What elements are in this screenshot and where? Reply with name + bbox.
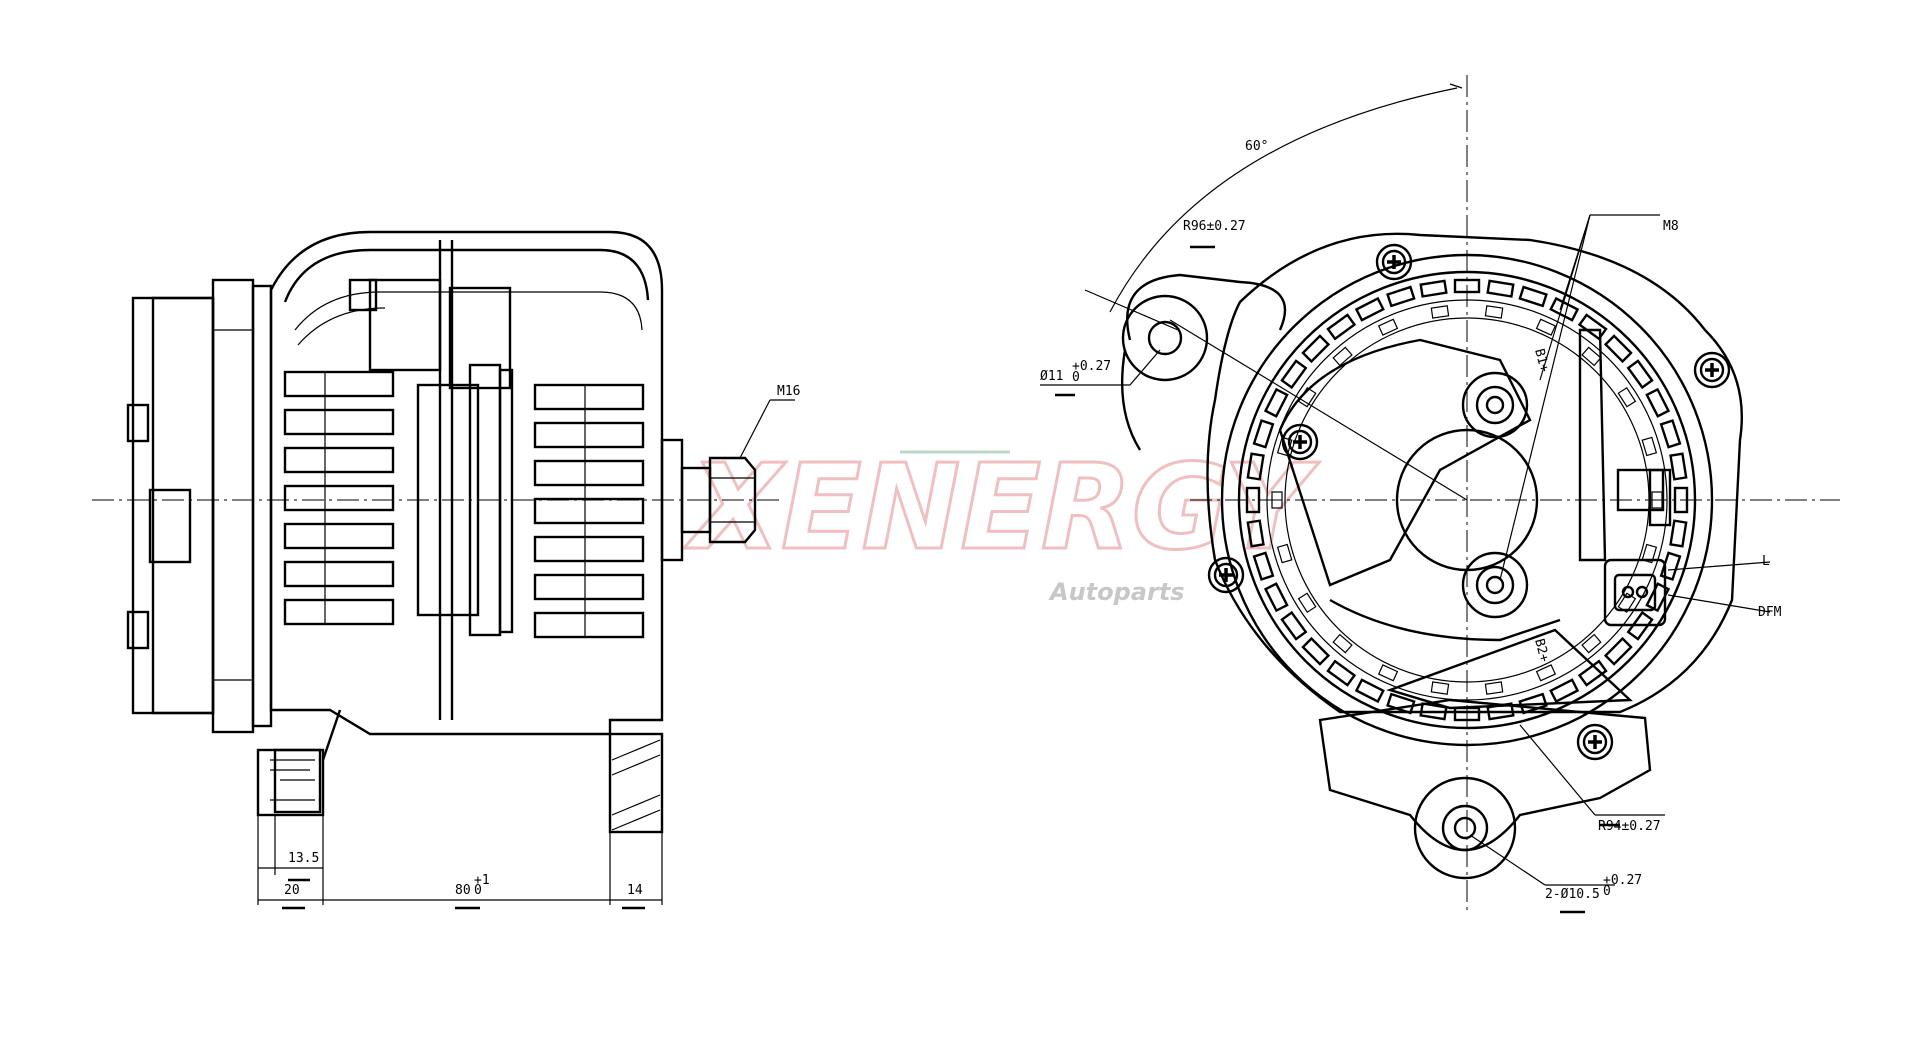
hole-bottom-tol-upper: +0.27 xyxy=(1603,873,1642,888)
center-lines xyxy=(92,75,1840,915)
inner-slot xyxy=(1332,633,1353,654)
radius-top: R96±0.27 xyxy=(1183,219,1246,234)
vent-slot xyxy=(1603,636,1633,666)
vent-slot xyxy=(1419,279,1448,298)
radius-bottom: R94±0.27 xyxy=(1598,819,1661,834)
dim-20: 20 xyxy=(284,883,300,898)
screw-label: M8 xyxy=(1663,219,1679,234)
inner-slot xyxy=(1430,305,1450,319)
vent-slot xyxy=(1301,334,1331,364)
vent-slot xyxy=(1263,582,1289,613)
hole-bottom-tol-lower: 0 xyxy=(1603,884,1611,899)
vent-slot xyxy=(1486,279,1515,298)
screws xyxy=(1207,243,1731,761)
terminal-l: L xyxy=(1762,554,1770,569)
vent-slot xyxy=(1659,419,1682,449)
inner-slot xyxy=(1297,592,1317,613)
vent-slot xyxy=(1645,582,1671,613)
watermark: XENERGY Autoparts xyxy=(683,437,1322,607)
watermark-tagline: Autoparts xyxy=(1048,578,1185,606)
inner-slot xyxy=(1535,664,1557,682)
vent-slot xyxy=(1246,519,1265,548)
inner-slot xyxy=(1581,633,1602,654)
left-fins xyxy=(283,370,395,626)
vent-slot xyxy=(1645,387,1671,418)
vent-slot xyxy=(1263,387,1289,418)
vent-slot xyxy=(1549,296,1580,322)
inner-slot xyxy=(1641,543,1658,564)
terminal-dfm: DFM xyxy=(1758,605,1782,620)
dim-14: 14 xyxy=(627,883,643,898)
inner-slot xyxy=(1535,318,1557,336)
inner-slot xyxy=(1641,436,1658,457)
vent-slot xyxy=(1326,659,1357,687)
dim-80: 80 xyxy=(455,883,471,898)
vent-slot xyxy=(1453,278,1481,294)
vent-slot xyxy=(1518,285,1548,308)
screw-icon xyxy=(1281,423,1319,461)
screw-icon xyxy=(1375,243,1413,281)
vent-slot xyxy=(1669,452,1688,481)
inner-slot xyxy=(1484,305,1504,319)
vent-slot xyxy=(1301,636,1331,666)
vent-slot xyxy=(1626,610,1654,641)
vent-slot xyxy=(1386,692,1416,715)
inner-slot xyxy=(1377,318,1399,336)
dim-80-tol-lower: 0 xyxy=(474,883,482,898)
hole-bottom: 2-Ø10.5 xyxy=(1545,887,1600,902)
inner-slot xyxy=(1332,346,1353,367)
vent-slot xyxy=(1386,285,1416,308)
screw-icon xyxy=(1693,351,1731,389)
hole-top-tol-upper: +0.27 xyxy=(1072,359,1111,374)
vent-slot xyxy=(1252,551,1275,581)
vent-slots xyxy=(1245,278,1689,722)
inner-slot xyxy=(1377,664,1399,682)
inner-slot xyxy=(1484,681,1504,695)
dim-80-tol-upper: +1 xyxy=(474,873,490,888)
vent-slot xyxy=(1577,659,1608,687)
vent-slot xyxy=(1626,359,1654,390)
vent-slot xyxy=(1673,486,1689,514)
hole-top: Ø11 xyxy=(1040,369,1063,384)
mounting-feet xyxy=(256,709,664,834)
terminal-b2: B2+ xyxy=(1531,637,1552,664)
side-view: M16 13.5 20 80 +1 0 14 xyxy=(126,230,800,910)
vent-slot xyxy=(1603,334,1633,364)
inner-slot xyxy=(1430,681,1450,695)
dim-13-5: 13.5 xyxy=(288,851,319,866)
inner-slot xyxy=(1617,387,1637,408)
angle-label: 60° xyxy=(1245,139,1268,154)
vent-slot xyxy=(1549,678,1580,704)
vent-slot xyxy=(1245,486,1261,514)
vent-slot xyxy=(1280,610,1308,641)
inner-slot xyxy=(1581,346,1602,367)
screw-icon xyxy=(1576,723,1614,761)
vent-slot xyxy=(1354,296,1385,322)
vent-slot xyxy=(1326,313,1357,341)
vent-slot xyxy=(1669,519,1688,548)
terminal-b1: B1+ xyxy=(1531,347,1552,374)
inner-slot xyxy=(1271,491,1283,509)
inner-slot xyxy=(1276,543,1293,564)
hole-top-tol-lower: 0 xyxy=(1072,370,1080,385)
side-dimensions xyxy=(257,399,795,910)
front-view: 60° R96±0.27 Ø11 +0.27 0 M8 B1+ B2+ L DF… xyxy=(1040,83,1782,914)
vent-slot xyxy=(1280,359,1308,390)
vent-slot xyxy=(1252,419,1275,449)
vent-slot xyxy=(1577,313,1608,341)
vent-slot xyxy=(1419,702,1448,721)
thread-label: M16 xyxy=(777,384,800,399)
screw-icon xyxy=(1207,556,1245,594)
vent-slot xyxy=(1518,692,1548,715)
right-fins xyxy=(533,383,645,639)
vent-slot xyxy=(1354,678,1385,704)
vent-slot xyxy=(1246,452,1265,481)
